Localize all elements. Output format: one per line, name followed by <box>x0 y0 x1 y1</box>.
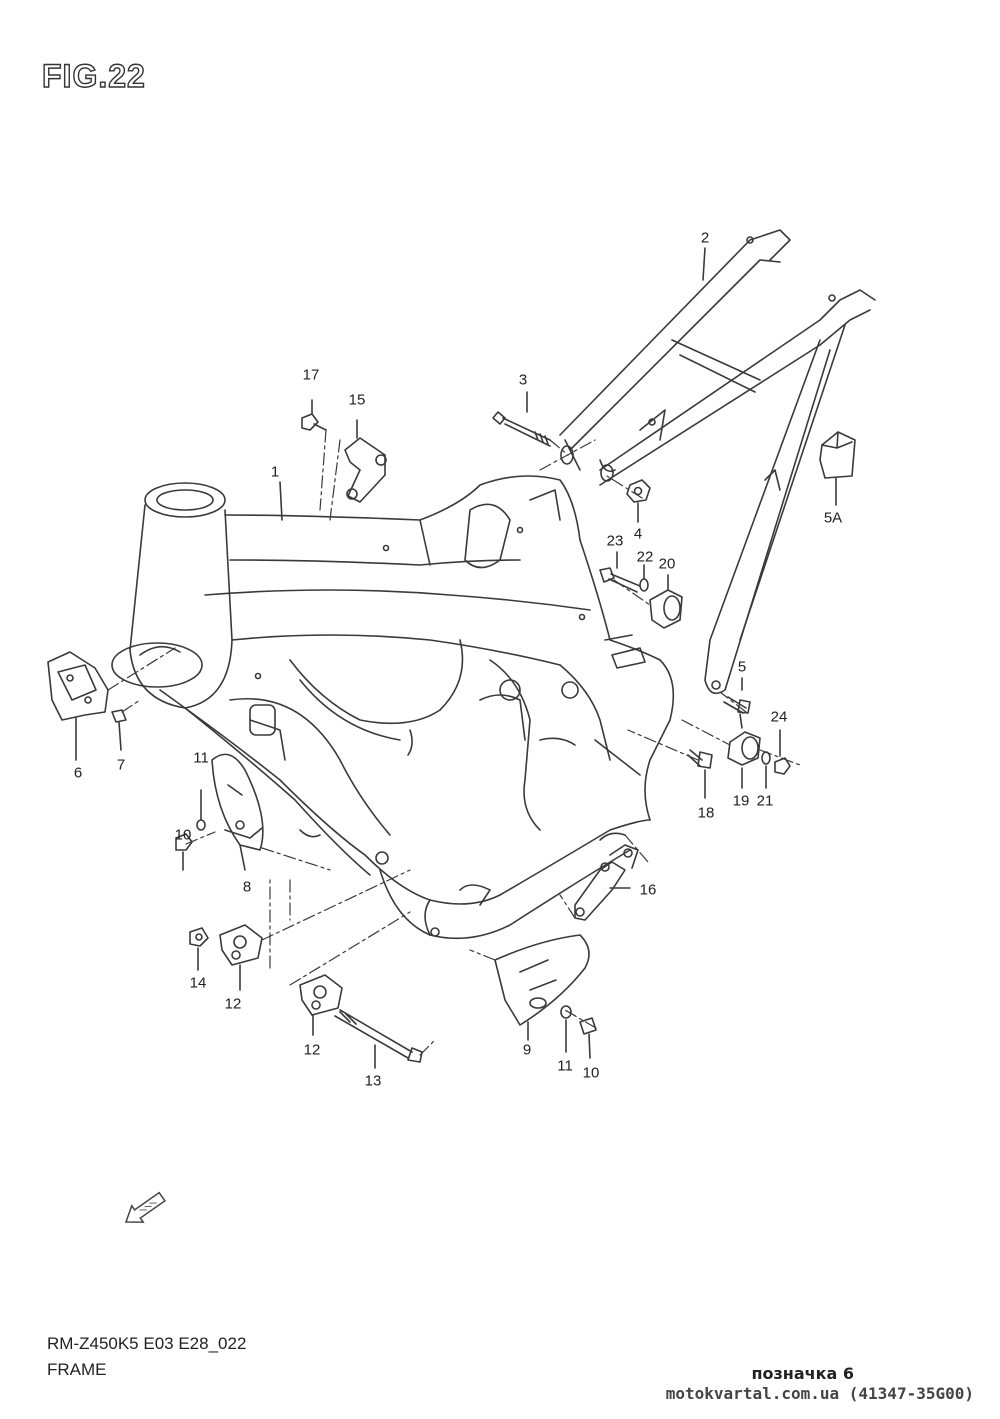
callout-16: 16 <box>639 881 657 899</box>
part-15-link <box>344 419 387 503</box>
section-name: FRAME <box>47 1360 107 1379</box>
callout-14: 14 <box>189 974 207 992</box>
part-20-bushing <box>649 574 683 629</box>
callout-5: 5 <box>737 658 747 676</box>
part-16-link <box>574 844 639 921</box>
callout-2: 2 <box>700 229 710 247</box>
part-21-washer <box>761 751 771 789</box>
forward-arrow-icon <box>124 1191 166 1223</box>
callout-13: 13 <box>364 1072 382 1090</box>
callout-10-right: 10 <box>582 1064 600 1082</box>
callout-17: 17 <box>302 366 320 384</box>
callout-23: 23 <box>606 532 624 550</box>
callout-5a: 5A <box>823 509 843 527</box>
callout-4: 4 <box>633 525 643 543</box>
callout-15: 15 <box>348 391 366 409</box>
rear-subframe <box>559 229 876 695</box>
callout-11-left: 11 <box>193 749 209 767</box>
callout-12-lower: 12 <box>303 1041 321 1059</box>
part-10-11-right <box>560 1005 597 1059</box>
callout-8: 8 <box>242 878 252 896</box>
part-3-bolt <box>492 411 551 447</box>
callout-11-right: 11 <box>557 1057 573 1075</box>
part-5a-cap <box>819 431 856 479</box>
callout-12-upper: 12 <box>224 995 242 1013</box>
part-5-bolt <box>723 696 751 714</box>
part-8-guide <box>211 753 264 871</box>
part-7-bolt <box>111 709 127 751</box>
part-23-bolt <box>599 551 641 593</box>
callout-18: 18 <box>697 804 715 822</box>
callout-20: 20 <box>658 555 676 573</box>
source-watermark: motokvartal.com.ua (41347-35G00) <box>665 1384 974 1403</box>
callout-21: 21 <box>756 792 774 810</box>
mark-label: позначка 6 <box>751 1364 854 1383</box>
part-24-nut <box>774 729 791 775</box>
callout-19: 19 <box>732 792 750 810</box>
callout-10-left: 10 <box>174 826 192 844</box>
callout-24: 24 <box>770 708 788 726</box>
part-10-11-left <box>175 789 206 871</box>
part-12-bracket-a <box>219 924 263 991</box>
part-4-nut <box>626 479 651 503</box>
model-code: RM-Z450K5 E03 E28_022 <box>47 1334 247 1353</box>
part-12-bracket-b <box>299 974 343 1036</box>
part-14-nut <box>189 927 209 971</box>
main-frame <box>111 475 675 940</box>
part-13-bolt <box>334 1009 423 1069</box>
part-9-guard <box>494 934 590 1041</box>
part-17-bolt <box>301 399 327 431</box>
callout-9: 9 <box>522 1041 532 1059</box>
part-6-bracket <box>47 651 109 761</box>
alignment-lines <box>107 429 801 1056</box>
callout-3: 3 <box>518 371 528 389</box>
part-22-washer <box>639 564 649 592</box>
callout-22: 22 <box>636 548 654 566</box>
leader-lines <box>279 247 837 729</box>
callout-7: 7 <box>116 756 126 774</box>
figure-title: FIG.22 <box>41 57 146 94</box>
part-19-bushing <box>727 731 761 789</box>
callout-6: 6 <box>73 764 83 782</box>
callout-1: 1 <box>270 463 280 481</box>
